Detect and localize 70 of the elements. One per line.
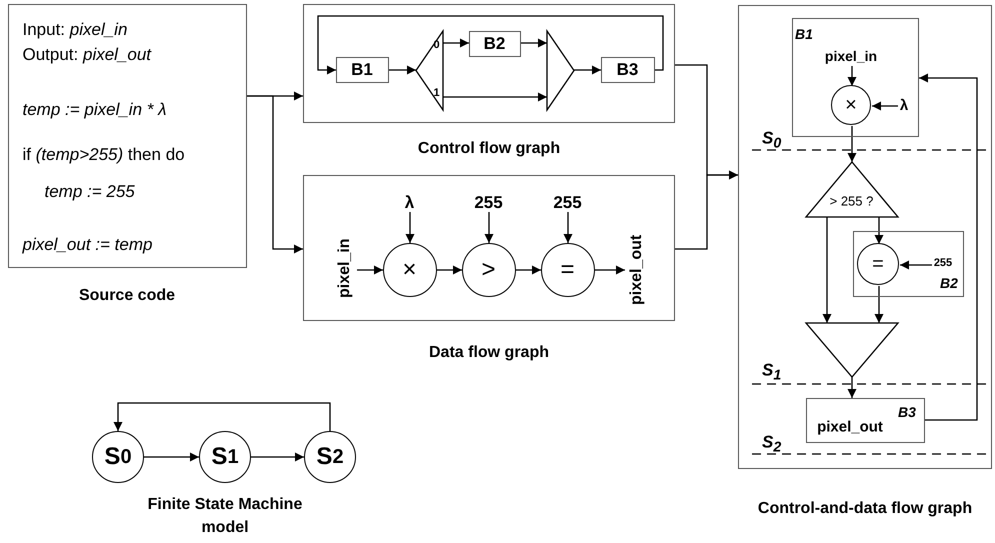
signal-label: pixel_out	[624, 228, 648, 312]
arrow	[389, 66, 416, 74]
panel-title: Source code	[78, 286, 176, 306]
graph-panel	[738, 5, 992, 469]
signal-label: 255	[474, 194, 504, 212]
operator-circle: =	[540, 242, 594, 296]
arrow	[114, 402, 331, 431]
block-box	[806, 398, 924, 442]
arrow	[443, 38, 469, 48]
arrow	[848, 377, 856, 398]
graph-panel	[303, 4, 675, 123]
block-box: B1	[336, 56, 388, 82]
arrow	[521, 38, 547, 48]
caption: Finite State Machine model	[146, 495, 304, 538]
code-line: Output: pixel_out	[22, 44, 152, 64]
signal-label: pixel_in	[332, 230, 356, 306]
arrow	[574, 66, 601, 74]
block-label: B1	[795, 26, 813, 42]
panel-title: Control-and-data flow graph	[756, 499, 974, 519]
arrow	[919, 74, 978, 421]
block-label: B3	[898, 404, 916, 420]
operator-circle: =	[857, 243, 899, 285]
operator-circle: >	[462, 242, 516, 296]
signal-label: λ	[400, 194, 420, 212]
arrow	[874, 286, 884, 323]
graph-panel	[303, 175, 675, 321]
arrow	[872, 102, 898, 110]
block-label: B2	[940, 275, 958, 291]
arrow	[251, 452, 304, 462]
panel-title: Control flow graph	[416, 139, 562, 159]
code-line: Input: pixel_in	[22, 20, 128, 40]
code-line: pixel_out := temp	[22, 234, 152, 254]
state-label: S$_{1}$	[762, 360, 782, 384]
source-code-panel	[8, 4, 247, 268]
arrow	[874, 217, 884, 244]
arrow	[848, 66, 856, 86]
signal-label: 255	[552, 194, 582, 212]
condition-label: > 255 ?	[830, 193, 874, 208]
arrow	[406, 212, 414, 243]
arrow	[484, 212, 494, 243]
arrow	[144, 452, 199, 462]
arrow	[357, 266, 383, 274]
code-line: temp := 255	[44, 182, 135, 202]
signal-label: pixel_out	[817, 418, 883, 436]
code-line: temp := pixel_in * λ	[22, 100, 166, 120]
block-box: B3	[600, 56, 654, 82]
block-box	[852, 230, 964, 296]
panel-title: Data flow graph	[428, 343, 550, 363]
arrow	[564, 212, 572, 243]
state-label: S$_{0}$	[762, 128, 782, 152]
code-line: if (temp>255) then do	[22, 144, 185, 164]
signal-label: 255	[931, 255, 955, 271]
operator-circle: ×	[382, 242, 436, 296]
arrow	[317, 15, 664, 74]
port-label: 1	[433, 86, 440, 98]
arrow	[437, 266, 462, 274]
operator-circle: ×	[831, 85, 871, 125]
arrow	[675, 170, 738, 250]
block-box	[792, 18, 918, 136]
arrow	[900, 260, 932, 270]
state-label: S$_{2}$	[762, 432, 782, 456]
arrow	[595, 266, 625, 274]
arrow	[516, 266, 541, 274]
block-box: B2	[468, 30, 520, 56]
arrow	[247, 95, 303, 254]
arrow	[848, 126, 856, 162]
signal-label: pixel_in	[821, 47, 881, 65]
signal-label: λ	[897, 96, 911, 114]
arrow	[822, 217, 832, 323]
arrow	[443, 92, 547, 102]
